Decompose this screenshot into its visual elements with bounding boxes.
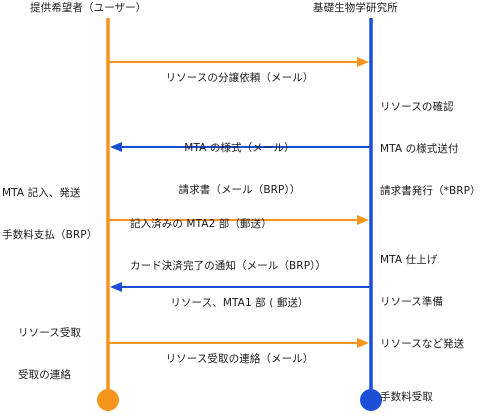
note-line: 受取の連絡 bbox=[18, 369, 71, 381]
note-line: 請求書発行（*BRP） bbox=[380, 185, 481, 197]
user-note-receipt: リソース受取 受取の連絡 bbox=[18, 298, 81, 396]
message-resource-request: リソースの分譲依頼（メール） bbox=[108, 43, 371, 99]
arrow-mta-form-invoice bbox=[110, 142, 371, 152]
note-line: MTA 仕上げ bbox=[380, 254, 438, 266]
institute-note-shipment-prep: MTA 仕上げ リソース準備 リソースなど発送 bbox=[380, 225, 464, 365]
institute-note-fee-received: 手数料受取 bbox=[380, 362, 433, 418]
note-line: MTA 記入、発送 bbox=[2, 187, 81, 199]
arrow-receipt-confirmation bbox=[108, 338, 369, 348]
user-lifeline-end-dot bbox=[97, 389, 119, 411]
message-signed-mta-payment: 記入済みの MTA2 部（郵送） カード決済完了の通知（メール（BRP）） bbox=[130, 189, 326, 287]
message-line: 請求書（メール（BRP）） bbox=[178, 184, 301, 196]
message-line: カード決済完了の通知（メール（BRP）） bbox=[130, 260, 327, 272]
arrow-signed-mta-payment bbox=[108, 215, 369, 225]
message-mta-form-invoice: MTA の様式（メール） 請求書（メール（BRP）） bbox=[108, 113, 371, 211]
note-line: 手数料支払（BRP） bbox=[2, 229, 98, 241]
message-line: リソース、MTA1 部 ( 郵送） bbox=[170, 297, 309, 309]
message-line: リソース受取の連絡（メール） bbox=[165, 353, 314, 365]
institute-lifeline-end-dot bbox=[360, 389, 382, 411]
note-line: MTA の様式送付 bbox=[380, 143, 459, 155]
message-line: MTA の様式（メール） bbox=[184, 142, 295, 154]
user-participant-label: 提供希望者（ユーザー） bbox=[30, 2, 147, 14]
arrow-resource-request bbox=[108, 57, 369, 67]
message-line: 記入済みの MTA2 部（郵送） bbox=[130, 218, 272, 230]
note-line: リソースの確認 bbox=[380, 101, 454, 113]
message-receipt-confirmation: リソース受取の連絡（メール） bbox=[108, 324, 371, 380]
note-line: リソースなど発送 bbox=[380, 338, 465, 350]
user-note-mta-payment: MTA 記入、発送 手数料支払（BRP） bbox=[2, 158, 97, 256]
note-line: リソース受取 bbox=[18, 327, 82, 339]
institute-note-confirmation: リソースの確認 MTA の様式送付 請求書発行（*BRP） bbox=[380, 72, 481, 212]
note-line: リソース準備 bbox=[380, 296, 444, 308]
arrow-resource-shipment bbox=[110, 282, 371, 292]
message-resource-shipment: リソース、MTA1 部 ( 郵送） bbox=[108, 268, 371, 324]
institute-participant-label: 基礎生物学研究所 bbox=[313, 2, 398, 14]
note-line: 手数料受取 bbox=[380, 391, 433, 403]
message-line: リソースの分譲依頼（メール） bbox=[165, 72, 314, 84]
